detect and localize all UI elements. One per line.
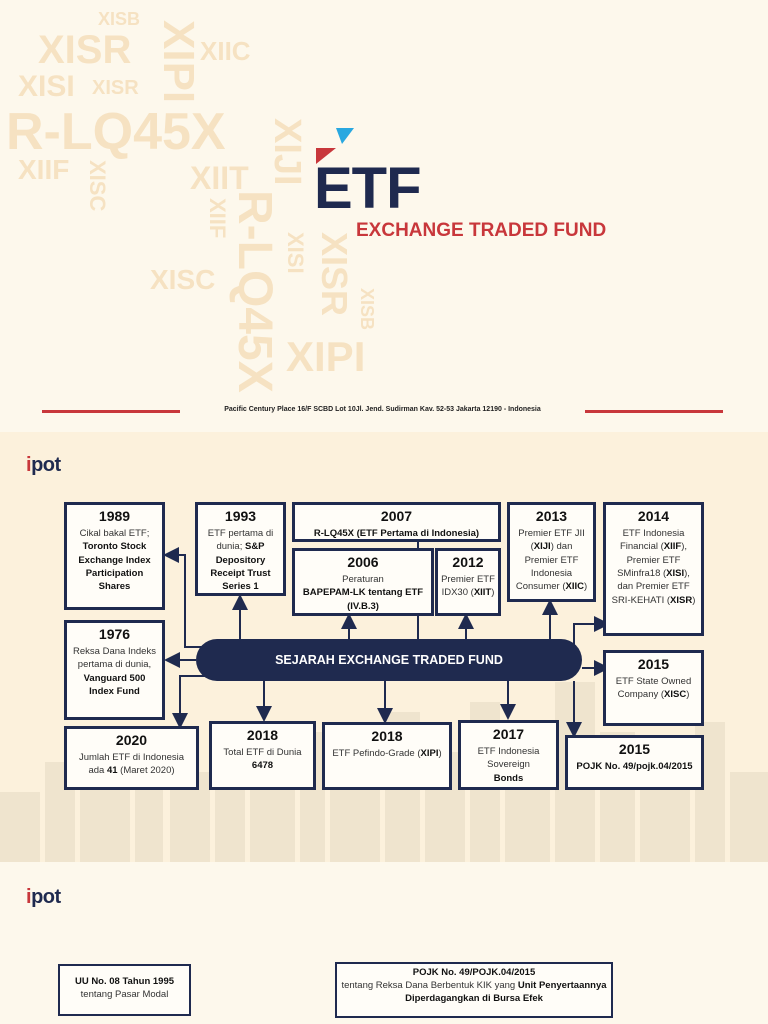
watermark-text: XIIF: [205, 198, 230, 239]
logo-subtitle: EXCHANGE TRADED FUND: [356, 220, 607, 241]
timeline-box-2013: 2013 Premier ETF JII (XIJI) dan Premier …: [507, 502, 596, 602]
watermark-text: XISR: [314, 232, 355, 317]
title-slide: XISB XISR XIPI XIIC XISI XISR R-LQ45X XI…: [0, 0, 768, 432]
watermark-text: XISC: [150, 264, 216, 295]
divider-left: [42, 410, 180, 413]
watermark-text: XISI: [283, 232, 308, 274]
watermark-text: XISB: [98, 9, 141, 29]
etf-logo-text: ETF: [314, 156, 422, 221]
timeline-box-1989: 1989 Cikal bakal ETF; Toronto Stock Exch…: [64, 502, 165, 610]
timeline-box-2017: 2017 ETF Indonesia Sovereign Bonds: [458, 720, 559, 790]
footer-address: Pacific Century Place 16/F SCBD Lot 10Jl…: [224, 406, 541, 413]
timeline-box-2015-pojk: 2015 POJK No. 49/pojk.04/2015: [565, 735, 704, 790]
watermark-text: XIJI: [266, 118, 308, 186]
timeline-box-2014: 2014 ETF Indonesia Financial (XIIF), Pre…: [603, 502, 704, 636]
watermark-text: XISR: [38, 28, 132, 72]
watermark-text: XIIT: [190, 160, 249, 196]
timeline-box-2006: 2006 Peraturan BAPEPAM-LK tentang ETF (I…: [292, 548, 434, 616]
timeline-box-2018-total: 2018 Total ETF di Dunia 6478: [209, 721, 316, 790]
timeline-slide: ipot: [0, 432, 768, 862]
watermark-text: R-LQ45X: [6, 103, 226, 161]
timeline-box-2007: 2007 R-LQ45X (ETF Pertama di Indonesia): [292, 502, 501, 542]
timeline-box-2018-pefindo: 2018 ETF Pefindo-Grade (XIPI): [322, 722, 452, 790]
watermark-text: XIIF: [18, 154, 70, 185]
watermark-text: XISB: [357, 288, 377, 331]
watermark-text: XISR: [92, 77, 139, 99]
regulation-box-uu: UU No. 08 Tahun 1995 tentang Pasar Modal: [58, 964, 191, 1016]
watermark-text: R-LQ45X: [228, 190, 281, 393]
watermark-text: XISI: [18, 70, 75, 103]
ipot-logo: ipot: [26, 886, 61, 908]
regulation-box-pojk: POJK No. 49/POJK.04/2015 tentang Reksa D…: [335, 962, 613, 1018]
watermark-text: XIPI: [286, 333, 366, 380]
watermark-text: XISC: [85, 160, 110, 212]
timeline-box-2015-etf: 2015 ETF State Owned Company (XISC): [603, 650, 704, 726]
divider-right: [585, 410, 723, 413]
watermark-text: XIPI: [154, 20, 203, 104]
etf-logo-icon: [316, 128, 354, 164]
watermark-text: XIIC: [200, 36, 251, 66]
regulation-slide: ipot UU No. 08 Tahun 1995 tentang Pasar …: [0, 862, 768, 1024]
timeline-box-1993: 1993 ETF pertama di dunia; S&P Depositor…: [195, 502, 286, 596]
timeline-box-1976: 1976 Reksa Dana Indeks pertama di dunia,…: [64, 620, 165, 720]
ipot-logo: ipot: [26, 454, 61, 476]
timeline-title: SEJARAH EXCHANGE TRADED FUND: [196, 639, 582, 681]
timeline-box-2012: 2012 Premier ETF IDX30 (XIIT): [435, 548, 501, 616]
timeline-box-2020: 2020 Jumlah ETF di Indonesia ada 41 (Mar…: [64, 726, 199, 790]
